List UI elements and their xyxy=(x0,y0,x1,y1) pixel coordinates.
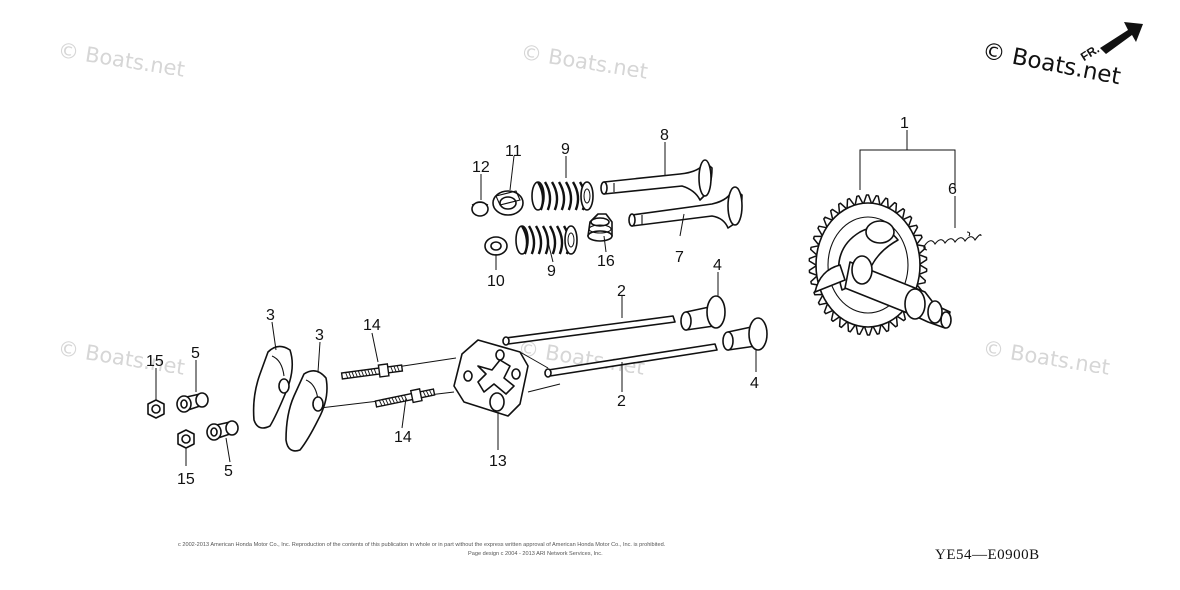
decompressor-spring[interactable] xyxy=(923,231,982,251)
callout-3: 3 xyxy=(266,307,275,324)
pivot-adjusting-nut-lower[interactable] xyxy=(206,420,239,441)
valve-stem-seal[interactable] xyxy=(587,213,613,242)
spring-retainer-lower[interactable] xyxy=(484,236,508,256)
callout-15: 15 xyxy=(146,353,164,370)
copyright-notice: c 2002-2013 American Honda Motor Co., In… xyxy=(178,542,666,548)
camshaft-gear[interactable] xyxy=(808,194,952,336)
callout-15: 15 xyxy=(177,471,195,488)
callout-12: 12 xyxy=(472,159,490,176)
valve-lifter-upper[interactable] xyxy=(680,295,726,331)
push-rod-guide-plate[interactable] xyxy=(453,339,529,417)
callout-11: 11 xyxy=(505,143,522,160)
valve-intake[interactable] xyxy=(628,186,743,229)
callout-5: 5 xyxy=(191,345,200,362)
diagram-code: YE54—E0900B xyxy=(935,547,1040,563)
rocker-arm-left[interactable] xyxy=(252,345,294,429)
pivot-lock-nut-upper[interactable] xyxy=(147,399,165,419)
push-rod-upper[interactable] xyxy=(502,315,676,346)
callout-4: 4 xyxy=(750,375,759,392)
callout-labels: 1 2 2 3 3 4 4 5 5 6 7 8 9 9 10 11 12 13 … xyxy=(146,115,957,488)
callout-2: 2 xyxy=(617,283,626,300)
callout-1: 1 xyxy=(900,115,909,132)
valve-spring-lower[interactable] xyxy=(515,225,578,255)
callout-10: 10 xyxy=(487,273,505,290)
callout-5: 5 xyxy=(224,463,233,480)
page-design-notice: Page design c 2004 - 2013 ARI Network Se… xyxy=(468,551,603,557)
callout-9: 9 xyxy=(561,141,570,158)
valve-spring-upper[interactable] xyxy=(531,181,594,211)
callout-13: 13 xyxy=(489,453,507,470)
pivot-lock-nut-lower[interactable] xyxy=(177,429,195,449)
rocker-arm-right[interactable] xyxy=(285,370,328,452)
push-rod-lower[interactable] xyxy=(544,343,718,378)
callout-14: 14 xyxy=(394,429,412,446)
callout-4: 4 xyxy=(713,257,722,274)
front-arrow-icon xyxy=(1100,22,1143,54)
callout-16: 16 xyxy=(597,253,615,270)
valve-exhaust[interactable] xyxy=(600,159,713,201)
rocker-arm-pivot-bolt-upper[interactable] xyxy=(340,362,404,382)
spring-retainer[interactable] xyxy=(492,190,524,216)
pivot-adjusting-nut-upper[interactable] xyxy=(176,392,209,413)
callout-6: 6 xyxy=(948,181,957,198)
callout-14: 14 xyxy=(363,317,381,334)
valve-lifter-lower[interactable] xyxy=(722,317,768,351)
valve-cap[interactable] xyxy=(471,201,489,217)
callout-2: 2 xyxy=(617,393,626,410)
callout-8: 8 xyxy=(660,127,669,144)
callout-3: 3 xyxy=(315,327,324,344)
callout-7: 7 xyxy=(675,249,684,266)
callout-leaders xyxy=(155,142,757,466)
callout-9: 9 xyxy=(547,263,556,280)
